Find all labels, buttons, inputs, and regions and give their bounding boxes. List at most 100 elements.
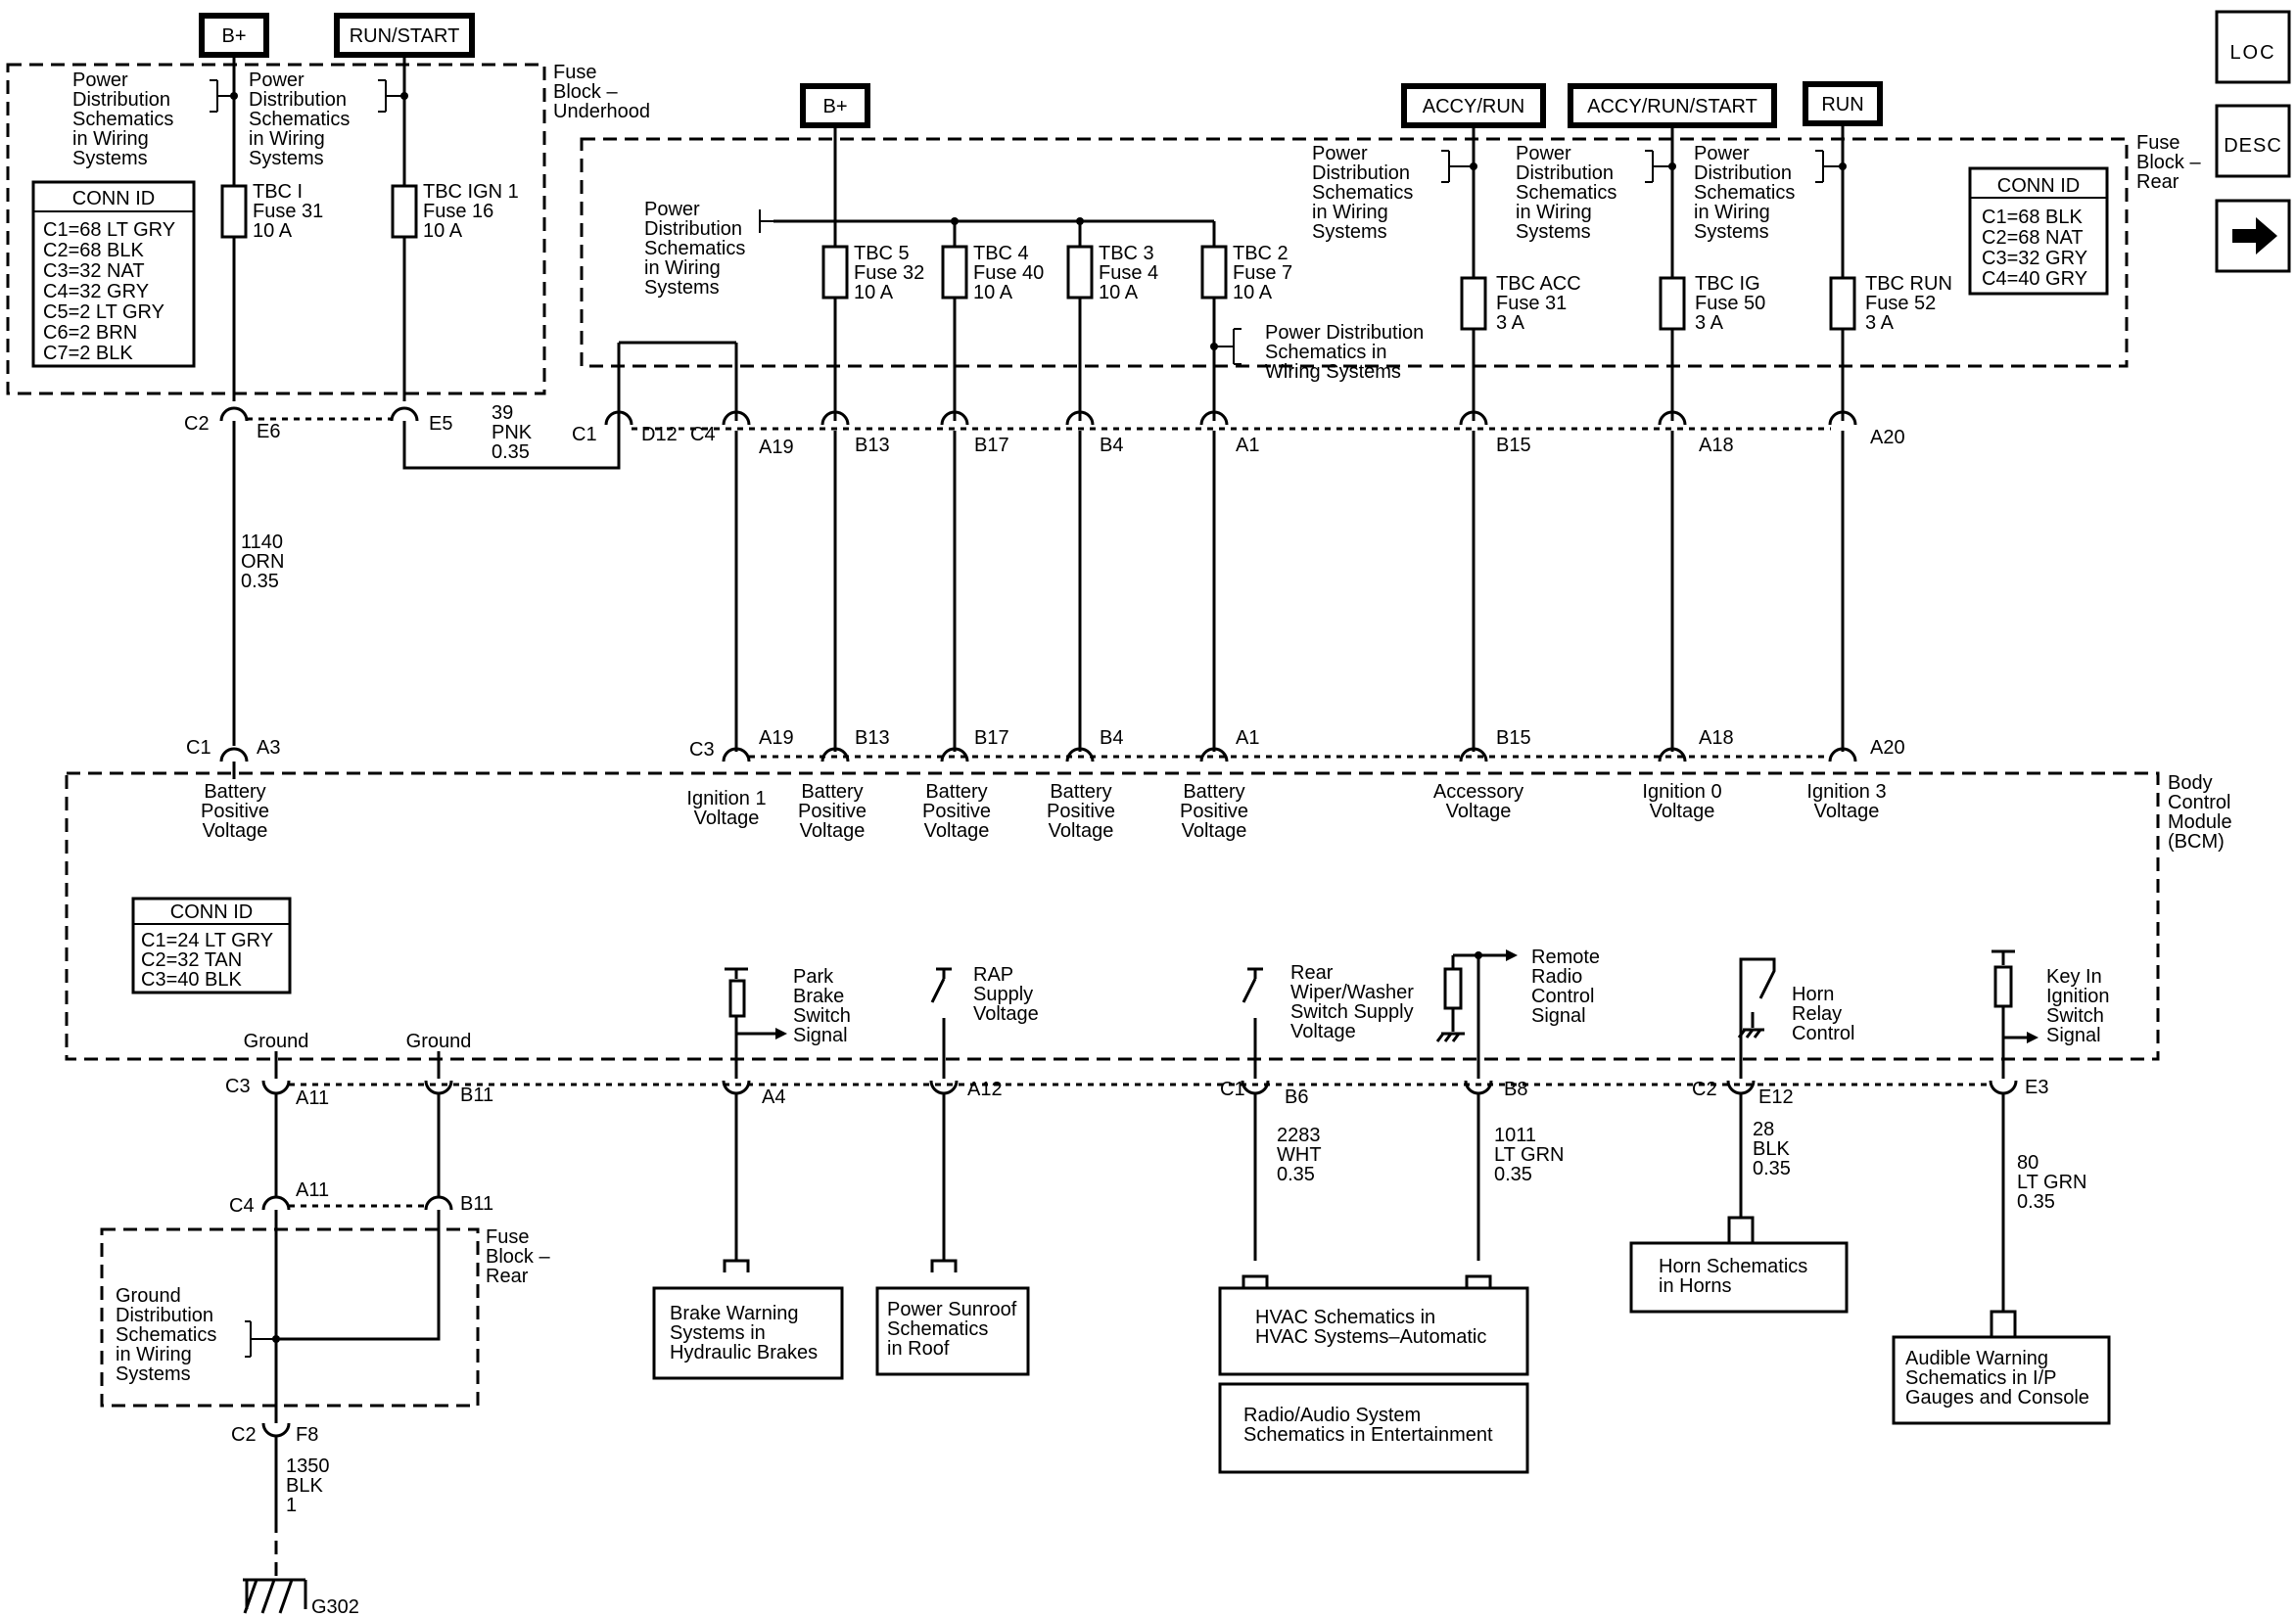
fuse-tbc-acc [1460, 276, 1487, 331]
gnd-conn-b11: B11 [460, 1193, 493, 1215]
bcm-conn-a3: A3 [257, 737, 280, 759]
rear-pin-a1: A1 [1236, 435, 1259, 456]
svg-text:C5=2 LT GRY: C5=2 LT GRY [43, 301, 164, 323]
rear-conn-c4: C4 [690, 424, 716, 445]
svg-text:C2=68 NAT: C2=68 NAT [1982, 227, 2084, 249]
uh-conn-e6: E6 [257, 421, 280, 442]
bcm-pin-b13: B13 [855, 727, 890, 749]
bcm-pin-b17: B17 [974, 727, 1009, 749]
rear-pin-a19: A19 [759, 437, 794, 458]
svg-text:C2=68 BLK: C2=68 BLK [43, 240, 145, 261]
fuse-tbc-3 [1066, 245, 1094, 300]
svg-text:C4=40 GRY: C4=40 GRY [1982, 268, 2087, 290]
loc-label: LOC [2229, 42, 2275, 64]
rear-pin-a18: A18 [1699, 435, 1734, 456]
svg-text:C3=40 BLK: C3=40 BLK [141, 969, 243, 991]
ground-g302-label: G302 [311, 1596, 359, 1617]
bcm-bot-b11: B11 [460, 1085, 493, 1106]
svg-text:CONN ID: CONN ID [72, 188, 155, 209]
svg-text:C7=2 BLK: C7=2 BLK [43, 343, 133, 364]
bcm-pin-b15: B15 [1496, 727, 1531, 749]
uh-conn-e5: E5 [429, 413, 452, 435]
conn-id-bcm: CONN ID C1=24 LT GRY C2=32 TAN C3=40 BLK [131, 897, 292, 994]
accy-run-source [1401, 83, 1546, 128]
svg-text:CONN ID: CONN ID [1997, 175, 2080, 197]
ground-fuse-block-outline [100, 1227, 480, 1408]
rear-conn-d12: D12 [641, 424, 678, 445]
loc-nav-button[interactable]: LOC [2215, 10, 2291, 84]
bplus-left-label: B+ [221, 25, 246, 47]
bcm-conn-c3: C3 [689, 739, 715, 761]
bcm-bot-a11: A11 [296, 1087, 329, 1109]
bcm-conn-c1: C1 [186, 737, 211, 759]
desc-nav-button[interactable]: DESC [2215, 104, 2291, 178]
svg-text:C4=32 GRY: C4=32 GRY [43, 281, 149, 302]
fuse-block-rear-outline [580, 137, 2129, 368]
right-arrow-icon [2232, 217, 2277, 254]
bcm-pin-a20: A20 [1870, 737, 1905, 759]
conn-id-rear: CONN ID C1=68 BLK C2=68 NAT C3=32 GRY C4… [1968, 166, 2109, 296]
desc-label: DESC [2224, 135, 2282, 157]
fuse-tbc-ig [1659, 276, 1686, 331]
bcm-bot-e12: E12 [1758, 1086, 1794, 1108]
bplus-mid-label: B+ [822, 96, 847, 117]
svg-text:CONN ID: CONN ID [170, 901, 253, 923]
bcm-pin-a1: A1 [1236, 727, 1259, 749]
bcm-bot-c2: C2 [1692, 1079, 1717, 1100]
next-page-button[interactable] [2215, 199, 2291, 273]
bcm-outline [65, 771, 2160, 1061]
bplus-left-source [199, 13, 269, 58]
bcm-pin-a19: A19 [759, 727, 794, 749]
conn-id-underhood: CONN ID C1=68 LT GRY C2=68 BLK C3=32 NAT… [31, 180, 196, 368]
accy-run-label: ACCY/RUN [1423, 96, 1524, 117]
bcm-ground-2: Ground [406, 1031, 472, 1052]
gnd-conn-f8: F8 [296, 1424, 318, 1446]
fuse-tbc-5 [821, 245, 849, 300]
bcm-bot-c1: C1 [1220, 1079, 1245, 1100]
fuse-tbc-i [220, 184, 248, 239]
bcm-bot-c3: C3 [225, 1076, 251, 1097]
bcm-bot-a4: A4 [762, 1086, 785, 1108]
bcm-bot-b8: B8 [1504, 1079, 1527, 1100]
bplus-mid-source [800, 83, 870, 128]
